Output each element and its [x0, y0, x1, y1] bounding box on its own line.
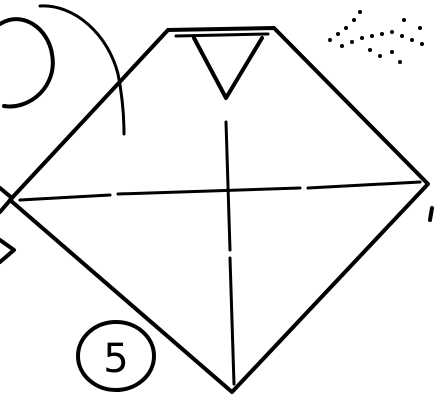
horizontal-fold-line: [20, 182, 420, 200]
curved-arrow-icon: [0, 6, 124, 134]
right-edge-mark: [430, 208, 432, 220]
sparkle-marks: [328, 10, 424, 64]
top-flap-triangle: [194, 38, 262, 98]
step-number-text: 5: [103, 336, 128, 382]
top-edge-inner: [176, 34, 268, 36]
previous-step-fragment-lower: [0, 240, 14, 262]
vertical-fold-line: [226, 122, 234, 384]
step-number-badge: 5: [78, 322, 154, 390]
